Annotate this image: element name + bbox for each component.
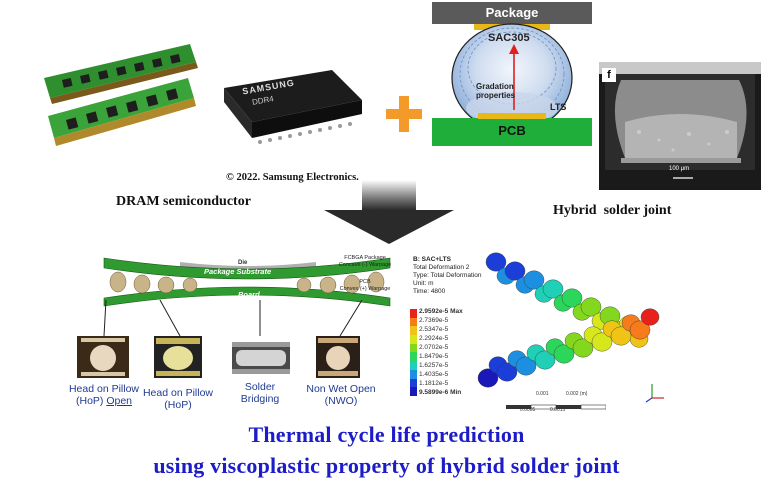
fea-ball [504, 261, 526, 281]
scale-sub: 0.0005 [520, 407, 536, 413]
fea-ball [629, 320, 651, 340]
alloy-label: SAC305 [488, 32, 530, 44]
board-label: Board [238, 290, 260, 299]
down-arrow-icon [324, 180, 454, 244]
fea-line: Type: Total Deformation [413, 272, 482, 279]
pcb-label: PCB [498, 123, 526, 138]
substrate-label: Package Substrate [204, 267, 272, 276]
xyz-axes-icon [644, 380, 666, 404]
dram-chip-image: SAMSUNG DDR4 [212, 60, 372, 170]
legend-value: 1.8479e-5 [419, 353, 449, 360]
fea-ball [580, 297, 602, 317]
lts-label: LTS [550, 102, 567, 112]
fea-ball [523, 270, 545, 290]
failure-line1: Solder [244, 381, 276, 393]
pcb-note: PCB [359, 279, 371, 285]
title-line-2: using viscoplastic property of hybrid so… [153, 453, 620, 478]
gradation-label: Gradation properties [476, 82, 516, 100]
warpage-diagram: Die Package Substrate Board [98, 252, 398, 310]
package-label: Package [485, 5, 539, 20]
legend-min: 9.5899e-6 Min [419, 389, 462, 396]
failure-label-hop: Head on Pillow (HoP) [136, 387, 220, 411]
fea-ball [572, 338, 594, 358]
scale-sub2: 0.0015 [550, 407, 566, 413]
legend-value: 2.5347e-5 [419, 326, 449, 333]
title-line-1: Thermal cycle life prediction [248, 422, 525, 447]
legend-value: 2.2924e-5 [419, 335, 449, 342]
fea-scale-bar: 0.001 0.002 (m) 0.0005 0.0015 [506, 391, 607, 420]
package-note: FCBGA Package [344, 255, 386, 261]
failure-line1: Head on Pillow [142, 387, 214, 399]
dram-caption: DRAM semiconductor [116, 194, 251, 209]
leader-lines [103, 300, 363, 337]
scale-end: 0.002 (m) [566, 391, 588, 397]
warpage-notes: FCBGA Package Concave (-) Warpage PCB Co… [330, 255, 400, 293]
copyright-text: © 2022. Samsung Electronics. [226, 172, 359, 183]
failure-label-hop-open: Head on Pillow (HoP) Open [62, 383, 146, 407]
failure-label-nwo: Non Wet Open (NWO) [298, 383, 384, 407]
fea-ball [640, 308, 660, 326]
concave-note: Concave (-) Warpage [338, 262, 392, 268]
scale-mid: 0.001 [536, 391, 549, 397]
legend-swatch [410, 335, 417, 344]
fea-ball [485, 252, 507, 272]
legend-swatch [410, 369, 417, 379]
legend-swatch [410, 326, 417, 336]
failure-line1: Head on Pillow [68, 383, 140, 395]
fea-line: Unit: m [413, 280, 434, 287]
legend-value: 2.7369e-5 [419, 317, 449, 324]
legend-swatch [410, 352, 417, 362]
legend-max: 2.9592e-5 Max [419, 308, 463, 315]
legend-value: 1.1812e-5 [419, 380, 449, 387]
fea-line: Total Deformation 2 [413, 264, 470, 271]
fea-line: Time: 4800 [413, 288, 446, 295]
fea-header: B: SAC+LTS Total Deformation 2 Type: Tot… [413, 256, 482, 296]
legend-swatch [410, 378, 417, 388]
fea-title: B: SAC+LTS [413, 256, 451, 263]
fea-ball [477, 368, 499, 388]
fea-ball [534, 350, 556, 370]
scale-label: 100 μm [669, 166, 690, 172]
convex-note: Convex (+) Warpage [339, 286, 391, 292]
failure-line2-underlined: Open [106, 395, 133, 407]
die-label: Die [238, 260, 248, 266]
legend-swatch [410, 343, 417, 353]
legend-value: 1.6257e-5 [419, 362, 449, 369]
fea-ball [553, 344, 575, 364]
fea-ball [496, 362, 518, 382]
hybrid-caption: Hybrid solder joint [553, 203, 672, 218]
dram-module-image [40, 38, 200, 168]
fea-model [477, 252, 660, 388]
fea-ball [591, 332, 613, 352]
legend-value: 1.4035e-5 [419, 371, 449, 378]
legend-swatch [410, 387, 417, 396]
legend-value: 2.0702e-5 [419, 344, 449, 351]
failure-line2: (HoP) [164, 399, 192, 411]
fea-ball [610, 326, 632, 346]
failure-image-nwo [316, 336, 360, 378]
micrograph-image: f 100 μm [599, 62, 761, 190]
failure-image-bridging [232, 342, 290, 374]
legend-swatch [410, 361, 417, 370]
panel-label: f [602, 68, 616, 82]
failure-line2: Bridging [240, 393, 280, 405]
failure-line1: Non Wet Open [306, 383, 376, 395]
fea-legend-bar [410, 309, 417, 396]
solder-joint-diagram: Package SAC305 Gradation properties LTS … [432, 2, 592, 146]
failure-image-hop-open [77, 336, 129, 378]
failure-line2: (NWO) [324, 395, 358, 407]
failure-image-hop [154, 336, 202, 378]
legend-swatch [410, 317, 417, 327]
legend-swatch [410, 309, 417, 318]
plus-icon [386, 96, 422, 132]
fea-ball [542, 279, 564, 299]
fea-ball [515, 356, 537, 376]
failure-label-bridging: Solder Bridging [222, 381, 298, 405]
failure-line2: (HoP) [75, 395, 107, 407]
fea-ball [561, 288, 583, 308]
